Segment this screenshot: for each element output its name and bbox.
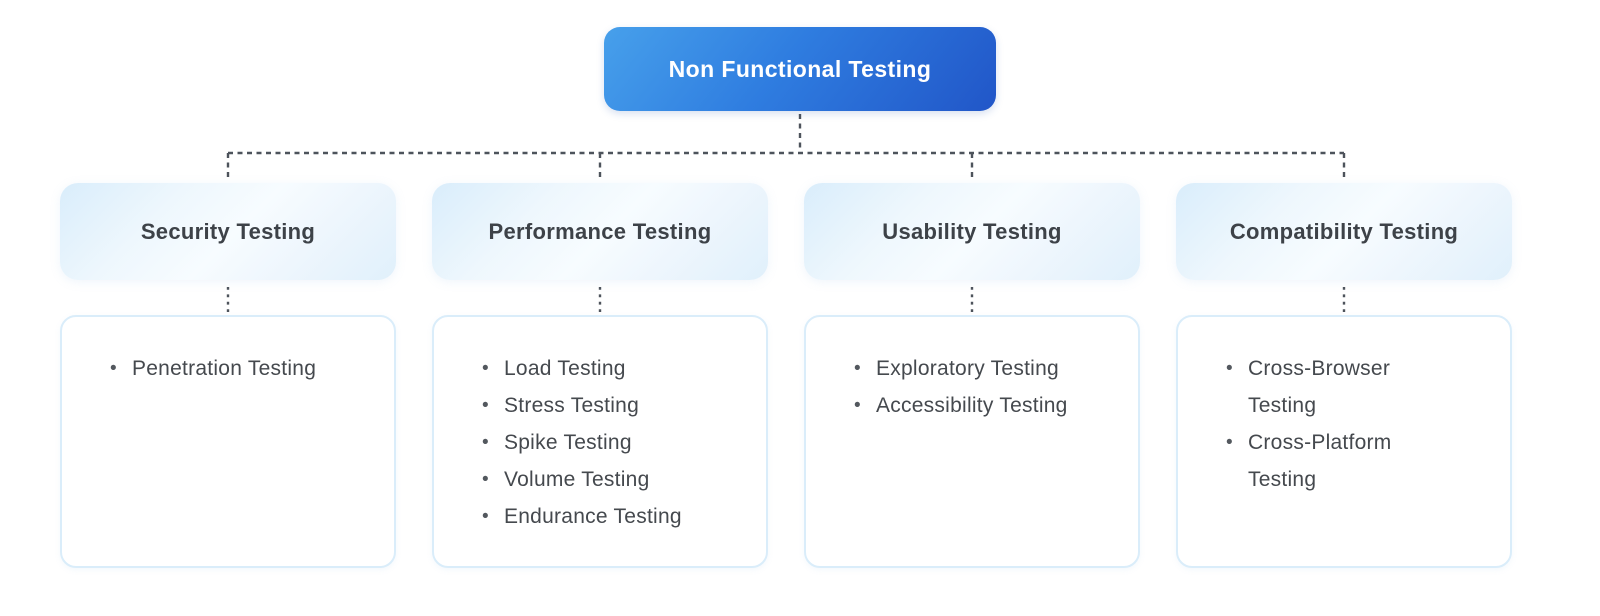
branch-card-compatibility: Compatibility Testing	[1176, 183, 1512, 280]
branch-title-usability: Usability Testing	[882, 218, 1062, 244]
item-list: Cross-Browser Testing Cross-Platform Tes…	[1226, 350, 1484, 498]
branch-column-usability: Usability Testing Exploratory Testing Ac…	[804, 183, 1140, 568]
branch-column-compatibility: Compatibility Testing Cross-Browser Test…	[1176, 183, 1512, 568]
root-node-label: Non Functional Testing	[668, 55, 932, 82]
list-item: Volume Testing	[482, 461, 740, 498]
list-item: Accessibility Testing	[854, 387, 1112, 424]
branch-column-performance: Performance Testing Load Testing Stress …	[432, 183, 768, 568]
branch-list-usability: Exploratory Testing Accessibility Testin…	[804, 315, 1140, 568]
branch-card-security: Security Testing	[60, 183, 396, 280]
list-item: Cross-Platform Testing	[1226, 424, 1431, 498]
branch-list-compatibility: Cross-Browser Testing Cross-Platform Tes…	[1176, 315, 1512, 568]
list-item: Load Testing	[482, 350, 740, 387]
item-list: Penetration Testing	[110, 350, 368, 387]
branch-title-compatibility: Compatibility Testing	[1229, 218, 1459, 244]
branch-list-security: Penetration Testing	[60, 315, 396, 568]
branch-column-security: Security Testing Penetration Testing	[60, 183, 396, 568]
list-item: Cross-Browser Testing	[1226, 350, 1431, 424]
list-item: Exploratory Testing	[854, 350, 1112, 387]
item-list: Load Testing Stress Testing Spike Testin…	[482, 350, 740, 535]
item-list: Exploratory Testing Accessibility Testin…	[854, 350, 1112, 424]
list-item: Penetration Testing	[110, 350, 368, 387]
list-item: Spike Testing	[482, 424, 740, 461]
branch-title-security: Security Testing	[140, 218, 316, 244]
branch-card-usability: Usability Testing	[804, 183, 1140, 280]
branch-title-performance: Performance Testing	[488, 218, 712, 244]
branch-card-performance: Performance Testing	[432, 183, 768, 280]
list-item: Stress Testing	[482, 387, 740, 424]
root-node: Non Functional Testing	[604, 27, 996, 111]
list-item: Endurance Testing	[482, 498, 740, 535]
branch-list-performance: Load Testing Stress Testing Spike Testin…	[432, 315, 768, 568]
